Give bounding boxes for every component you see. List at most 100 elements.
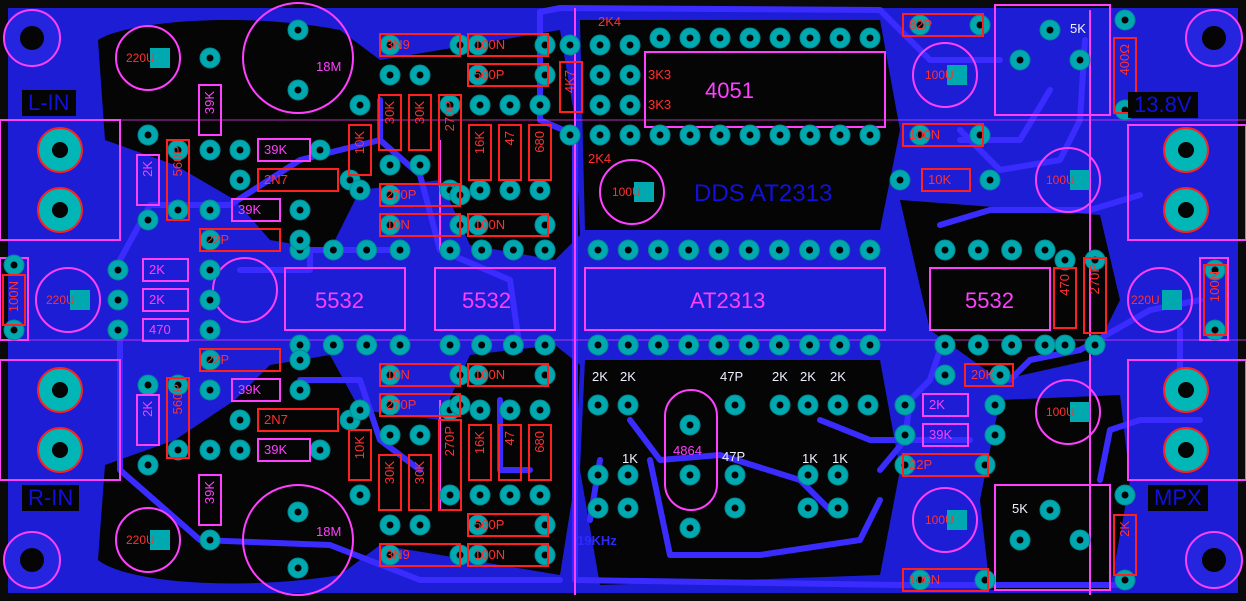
cap-560p-tl	[166, 139, 190, 221]
drill-hole	[206, 266, 214, 274]
cap-2n7-b	[257, 408, 339, 432]
ecap-100u-4: 100U	[1046, 405, 1075, 419]
drill-hole	[114, 266, 122, 274]
drill-hole	[478, 341, 486, 349]
resistor-470	[142, 318, 189, 342]
resistor-39k-a-label: 39K	[264, 142, 288, 157]
drill-hole	[716, 131, 724, 139]
drill-hole	[866, 341, 874, 349]
drill-hole	[806, 131, 814, 139]
cap-560p-b2-label: 560P	[474, 517, 505, 532]
resistor-39k-c-label: 39K	[264, 442, 288, 457]
component-pads	[3, 9, 1226, 591]
drill-hole	[1076, 536, 1084, 544]
drill-hole	[746, 131, 754, 139]
resistor-47-b-label: 47	[502, 431, 517, 446]
resistor-10k-b	[348, 429, 372, 481]
cap-10n-t-label: 10N	[386, 217, 410, 232]
resistor-16k-t	[468, 124, 492, 181]
resistor-10k-b-label: 10K	[352, 436, 367, 460]
drill-hole	[386, 371, 394, 379]
drill-hole	[974, 246, 982, 254]
cap-100n-b2	[467, 363, 549, 387]
drill-hole	[941, 341, 949, 349]
ecap-100u-5: 100U	[925, 513, 954, 527]
drill-hole	[1211, 266, 1219, 274]
resistor-470-label: 470	[149, 322, 171, 337]
resistor-39k-tl	[198, 84, 222, 136]
drill-hole	[541, 521, 549, 529]
resistor-400	[1113, 37, 1137, 114]
resistor-10k-t	[348, 124, 372, 176]
drill-hole	[834, 401, 842, 409]
resistor-39k-d	[231, 378, 281, 402]
drill-hole	[981, 576, 989, 584]
drill-hole	[626, 71, 634, 79]
resistor-2k-r-label: 2K	[929, 397, 945, 412]
resistor-20k-label: 20K	[971, 367, 995, 382]
drill-hole	[566, 41, 574, 49]
drill-hole	[916, 21, 924, 29]
drill-hole	[446, 341, 454, 349]
label-2k4-top: 2K4	[598, 14, 622, 29]
cap-100n-t1-label: 100N	[474, 37, 506, 52]
crystal-bottom-label: 18M	[316, 524, 342, 539]
cap-2n7-t-label: 2N7	[264, 172, 288, 187]
resistor-30k-t1-label: 30K	[382, 101, 397, 125]
drill-hole	[114, 326, 122, 334]
cap-3n9-b-label: 3N9	[386, 547, 410, 562]
drill-hole	[541, 341, 549, 349]
drill-hole	[296, 236, 304, 244]
drill-hole	[804, 471, 812, 479]
drill-hole	[206, 356, 214, 364]
resistor-2k-out	[1113, 514, 1137, 576]
drill-hole	[356, 406, 364, 414]
drill-hole	[1121, 16, 1129, 24]
drill-hole	[478, 246, 486, 254]
drill-hole	[236, 416, 244, 424]
drill-hole	[294, 86, 302, 94]
drill-hole	[446, 491, 454, 499]
drill-hole	[506, 186, 514, 194]
right-input-label: R-IN	[22, 485, 80, 511]
drill-hole	[1008, 246, 1016, 254]
drill-hole	[386, 41, 394, 49]
square-pad	[150, 48, 170, 68]
drill-hole	[476, 491, 484, 499]
resistor-2k-b-label: 2K	[149, 292, 165, 307]
cap-100n-l	[2, 274, 26, 326]
drill-hole	[1041, 341, 1049, 349]
cap-22p-r-label: 22P	[909, 457, 933, 472]
square-pad	[634, 182, 654, 202]
drill-hole	[864, 401, 872, 409]
drill-hole	[916, 576, 924, 584]
drill-hole	[901, 431, 909, 439]
drill-hole	[731, 504, 739, 512]
cap-100n-b1-label: 100N	[474, 547, 506, 562]
component-bodies	[2, 13, 1227, 592]
resistor-2k-a-label: 2K	[149, 262, 165, 277]
square-pad	[1070, 402, 1090, 422]
cap-560p-bl	[166, 377, 190, 459]
cap-3n9-t-label: 3N9	[386, 37, 410, 52]
resistor-2k-a	[142, 258, 189, 282]
drill-hole	[596, 71, 604, 79]
label-3k3-a: 3K3	[648, 67, 672, 82]
drill-hole	[1121, 106, 1129, 114]
resistor-16k-t-label: 16K	[472, 131, 487, 155]
drill-hole	[386, 521, 394, 529]
label-1k-b: 1K	[802, 451, 818, 466]
resistor-680-t	[528, 124, 552, 181]
cap-22p-t	[199, 228, 281, 252]
ic-label-opamp-right: 5532	[965, 288, 1014, 313]
drill-hole	[446, 246, 454, 254]
drill-hole	[804, 401, 812, 409]
drill-hole	[1016, 56, 1024, 64]
resistor-2k-bl	[136, 394, 160, 446]
drill-hole	[916, 131, 924, 139]
drill-hole	[976, 131, 984, 139]
square-pad	[1162, 290, 1182, 310]
resistor-30k-t2	[408, 94, 432, 151]
ecap-100u-1: 100U	[612, 185, 641, 199]
